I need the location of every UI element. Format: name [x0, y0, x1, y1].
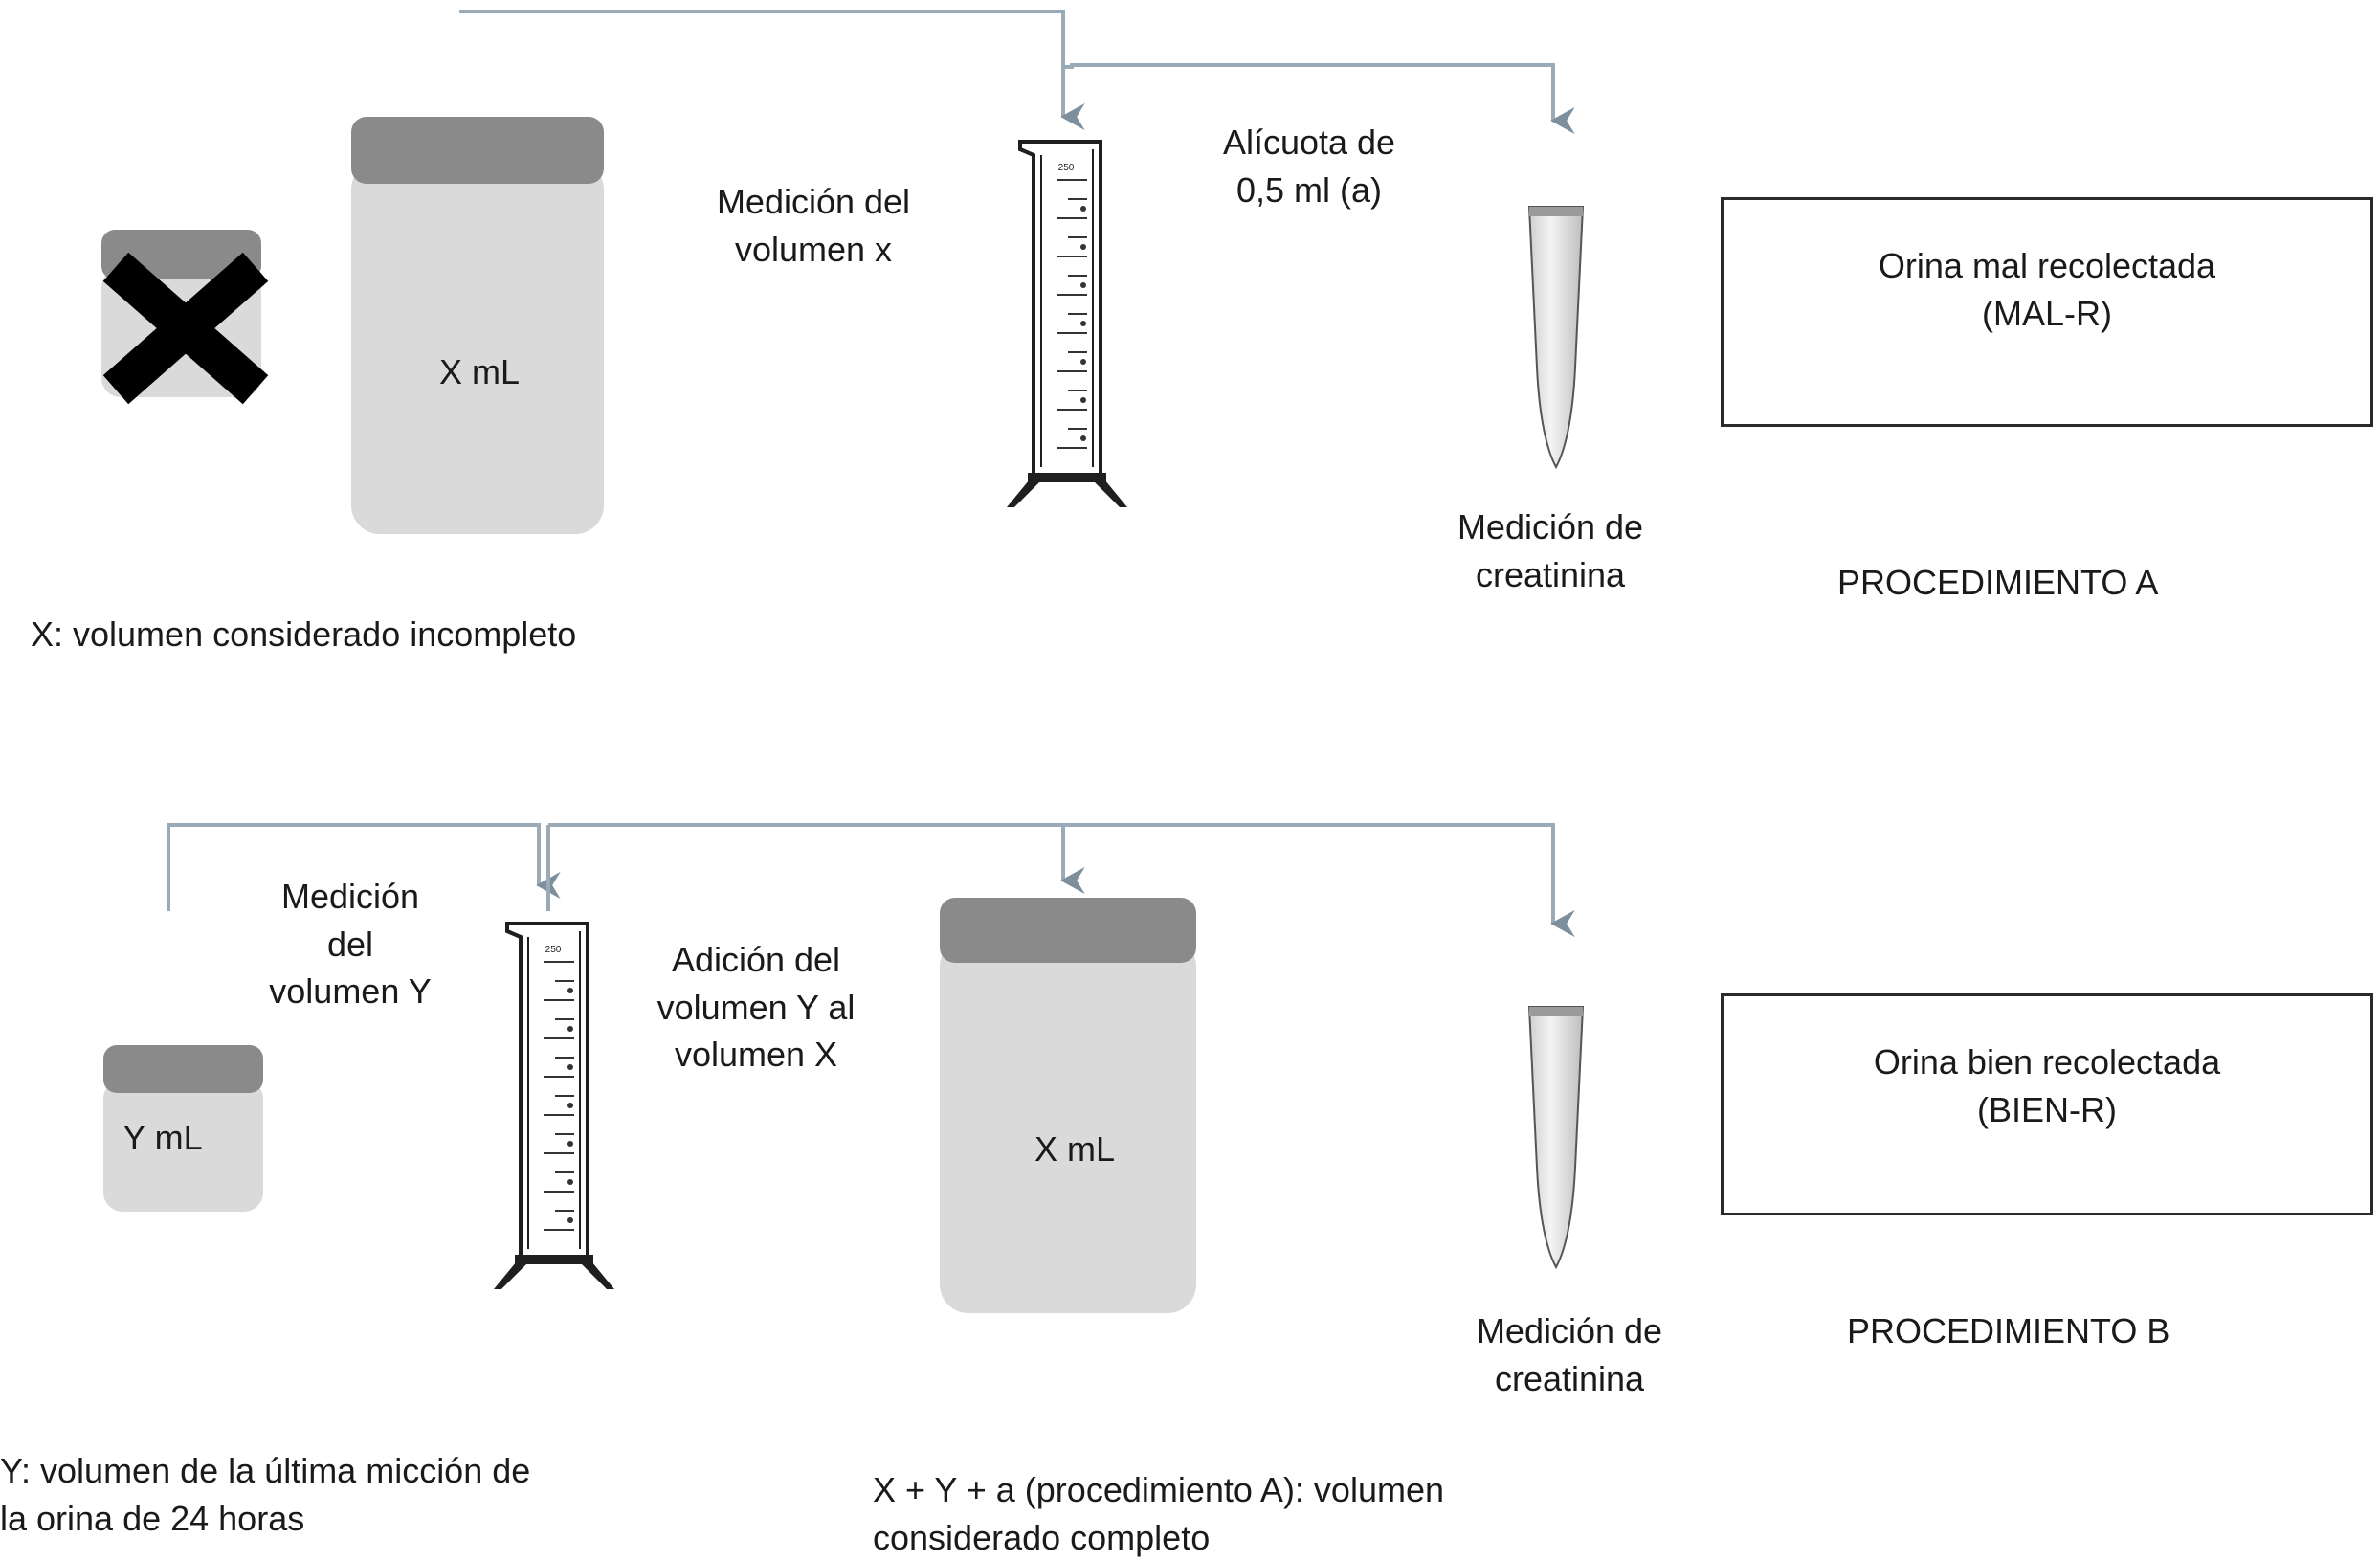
result-text-mal-r: Orina mal recolectada (MAL-R) [1878, 246, 2216, 333]
big-jar-x [351, 117, 604, 534]
note-x-incomplete: X: volumen considerado incompleto [31, 614, 577, 654]
result-box-bien-r: Orina bien recolectada (BIEN-R) [1721, 993, 2373, 1215]
procedure-b-title: PROCEDIMIENTO B [1847, 1311, 2170, 1350]
creatinine-measure-label-a: Medición de creatinina [1457, 507, 1644, 594]
jar-label-x-b: X mL [1034, 1129, 1116, 1169]
note-total-complete: X + Y + a (procedimiento A): volumen con… [873, 1470, 1445, 1557]
aliquot-label: Alícuota de 0,5 ml (a) [1222, 123, 1396, 210]
graduated-cylinder-icon [492, 922, 616, 1291]
test-tube-icon [1528, 206, 1584, 468]
connector-lines-b [167, 823, 1575, 938]
graduated-cylinder-icon [1005, 140, 1129, 509]
jar-label-x: X mL [438, 352, 521, 391]
addition-label: Adición del volumen Y al volumen X [656, 940, 856, 1075]
result-box-mal-r: Orina mal recolectada (MAL-R) [1721, 197, 2373, 427]
result-text-bien-r: Orina bien recolectada (BIEN-R) [1873, 1042, 2221, 1129]
note-y-volume: Y: volumen de la última micción de la or… [0, 1451, 531, 1538]
procedure-a-title: PROCEDIMIENTO A [1837, 563, 2159, 602]
measure-volume-y-label: Medición del volumen Y [269, 877, 432, 1012]
measure-volume-x-label: Medición del volumen x [716, 182, 911, 269]
cross-icon [102, 252, 269, 405]
jar-label-y: Y mL [122, 1118, 203, 1157]
connector-lines-a [459, 10, 1575, 135]
small-jar-crossed [101, 230, 269, 405]
small-jar-y [103, 1045, 263, 1212]
creatinine-measure-label-b: Medición de creatinina [1476, 1311, 1663, 1398]
big-jar-x-b [940, 898, 1196, 1313]
test-tube-icon [1528, 1006, 1584, 1268]
